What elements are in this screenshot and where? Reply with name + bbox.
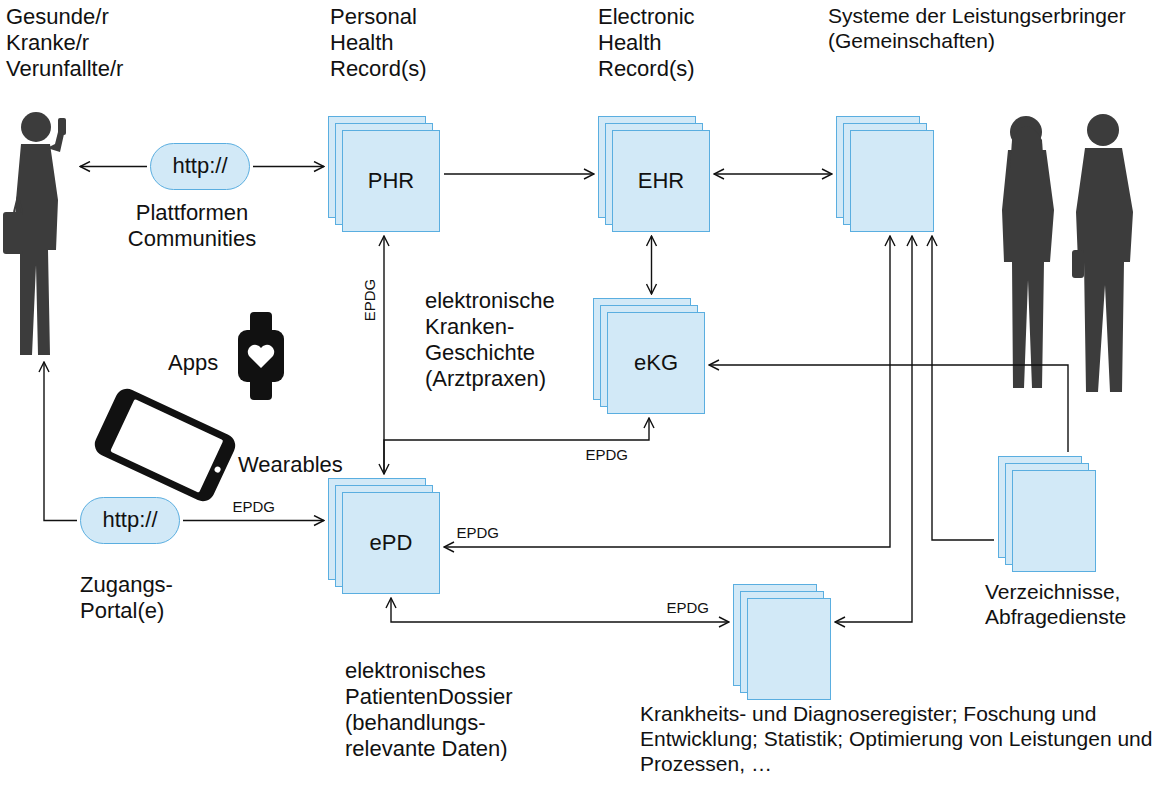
- node-heading: Zugangs- Portal(e): [80, 572, 190, 624]
- portal-pill: http://Plattformen Communities: [150, 143, 250, 190]
- record-stack: Electronic Health Record(s)EHR: [612, 130, 710, 232]
- connector-arrow: [714, 173, 832, 174]
- page-sheet: [1012, 470, 1096, 572]
- box-text: ePD: [342, 492, 440, 594]
- connector-arrow: [384, 418, 649, 474]
- edge-label: EPDG: [361, 277, 379, 324]
- box-text: eKG: [607, 312, 705, 414]
- edge-label: EPDG: [584, 446, 631, 464]
- smartwatch-icon: [238, 312, 284, 400]
- connector-arrow: [44, 362, 77, 521]
- connector-arrow: [383, 236, 384, 474]
- record-stack: Personal Health Record(s)PHR: [342, 130, 440, 232]
- connector-arrow: [444, 236, 890, 547]
- node-heading: elektronische Kranken- Geschichte (Arztp…: [425, 288, 585, 392]
- record-stack: Systeme der Leistungserbringer (Gemeinsc…: [850, 130, 934, 232]
- portal-pill: http://Zugangs- Portal(e): [80, 497, 180, 544]
- connector-arrow: [80, 166, 147, 167]
- connector-arrow: [183, 520, 324, 521]
- connector-arrow: [253, 166, 324, 167]
- node-heading: Verzeichnisse, Abfragedienste: [985, 580, 1155, 630]
- box-text: EHR: [612, 130, 710, 232]
- annotation-label: Apps: [168, 350, 218, 376]
- node-heading: Personal Health Record(s): [330, 4, 460, 82]
- record-stack: Verzeichnisse, Abfragedienste: [1012, 470, 1096, 572]
- annotation-label: Wearables: [238, 452, 343, 478]
- record-stack: elektronisches PatientenDossier (behandl…: [342, 492, 440, 594]
- edge-label: EPDG: [231, 498, 278, 516]
- connector-arrow: [444, 173, 594, 174]
- connector-arrow: [709, 365, 1068, 452]
- connector-arrow: [835, 236, 912, 622]
- node-heading: elektronisches PatientenDossier (behandl…: [345, 658, 530, 762]
- smartphone-icon: [91, 385, 239, 505]
- node-heading: Systeme der Leistungserbringer (Gemeinsc…: [828, 4, 1154, 54]
- node-heading: Plattformen Communities: [122, 200, 262, 252]
- box-text: PHR: [342, 130, 440, 232]
- person-silhouette: [3, 112, 66, 355]
- box-text: http://: [80, 497, 180, 544]
- node-heading: Gesunde/r Kranke/r Verunfallte/r: [6, 4, 176, 82]
- page-sheet: [850, 130, 934, 232]
- node-heading: Krankheits- und Diagnoseregister; Foschu…: [640, 702, 1155, 776]
- edge-label: EPDG: [455, 524, 502, 542]
- connector-arrow: [391, 598, 729, 622]
- person-node: Gesunde/r Kranke/r Verunfallte/r: [0, 112, 76, 358]
- record-stack: elektronische Kranken- Geschichte (Arztp…: [607, 312, 705, 414]
- page-sheet: [747, 598, 831, 700]
- edge-label: EPDG: [665, 599, 712, 617]
- node-heading: Electronic Health Record(s): [598, 4, 728, 82]
- box-text: http://: [150, 143, 250, 190]
- record-stack: Krankheits- und Diagnoseregister; Foschu…: [747, 598, 831, 700]
- connector-arrow: [932, 236, 994, 540]
- people-silhouette: [1002, 114, 1133, 392]
- connector-arrow: [651, 236, 652, 294]
